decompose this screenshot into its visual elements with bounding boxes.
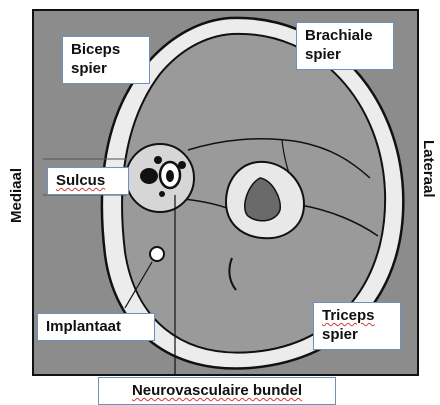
triceps-label-line2: spier [322, 325, 392, 344]
vessel-small-3 [159, 191, 165, 197]
sulcus-label: Sulcus [47, 167, 129, 195]
biceps-label-line2: spier [71, 59, 141, 78]
neurovascular-label: Neurovasculaire bundel [98, 377, 336, 405]
implant-marker [150, 247, 164, 261]
brachiale-label-line1: Brachiale [305, 26, 385, 45]
triceps-label: Triceps spier [313, 302, 401, 350]
implantaat-label: Implantaat [37, 313, 155, 341]
vessel-large [140, 168, 158, 184]
nerve [166, 170, 174, 182]
vessel-small-1 [154, 156, 162, 164]
triceps-label-line1: Triceps [322, 306, 392, 325]
sulcus-label-text: Sulcus [56, 172, 105, 189]
mediaal-side-label: Mediaal [8, 168, 25, 223]
vessel-small-2 [178, 161, 186, 169]
brachiale-label-line2: spier [305, 45, 385, 64]
biceps-label: Biceps spier [62, 36, 150, 84]
brachiale-label: Brachiale spier [296, 22, 394, 70]
neurovascular-label-text: Neurovasculaire bundel [132, 382, 302, 399]
lateraal-side-label: Lateraal [420, 140, 437, 198]
implantaat-label-text: Implantaat [46, 318, 121, 335]
biceps-label-line1: Biceps [71, 40, 141, 59]
